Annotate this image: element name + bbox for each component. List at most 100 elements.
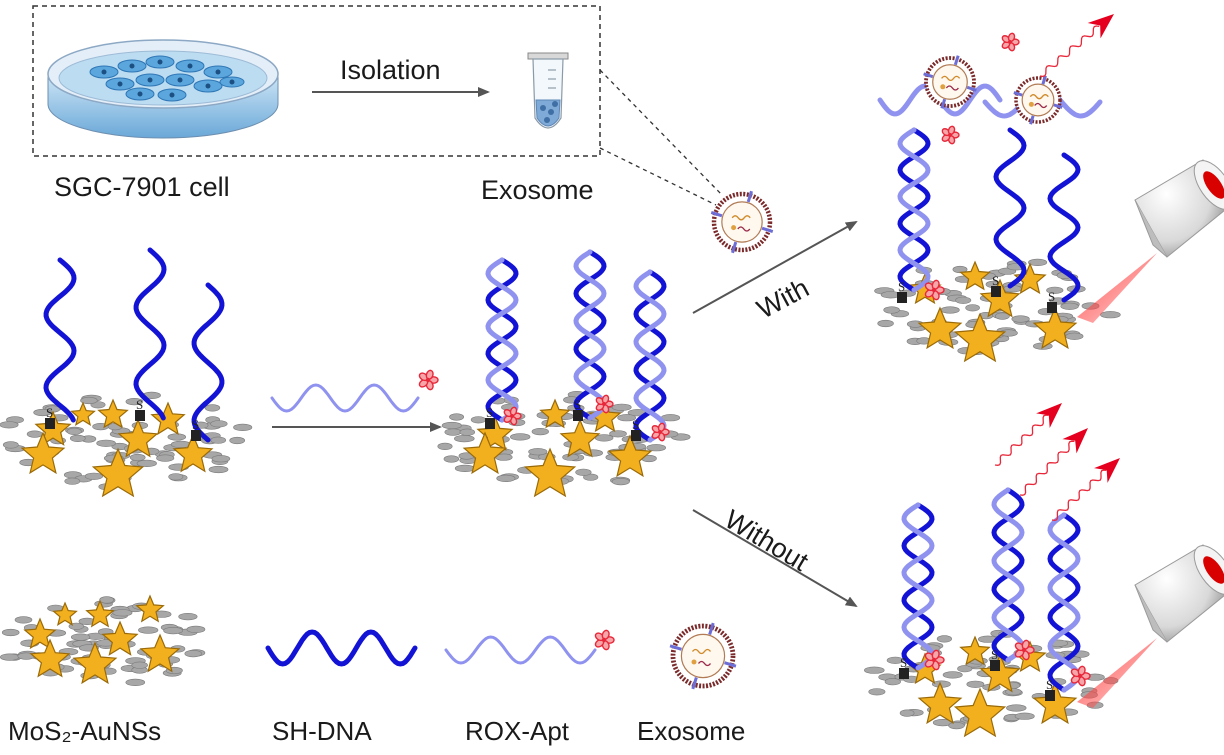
mos2-sheet-atom — [184, 649, 202, 658]
thiol-anchor — [1045, 690, 1055, 701]
gold-nanostar — [72, 641, 118, 685]
mos2-sheet-atom — [125, 678, 146, 687]
mos2-sheet-atom — [1011, 315, 1030, 323]
mos2-sheet-atom — [995, 312, 1010, 320]
mos2-sheet-atom — [1060, 302, 1079, 310]
rox-fluorophore — [924, 279, 945, 301]
gold-nanostar — [1013, 262, 1047, 295]
zoom-connector-lower — [599, 147, 717, 206]
rox-apt-strand — [270, 383, 420, 413]
mos2-sheet-atom — [208, 465, 229, 474]
mos2-sheet-atom — [496, 474, 516, 483]
mos2-sheet-atom — [229, 436, 246, 445]
gold-nanostar — [91, 447, 145, 498]
thiol-anchor — [45, 418, 55, 429]
mos2-sheet-atom — [510, 433, 531, 441]
mos2-sheet-atom — [575, 468, 592, 476]
thiol-label: S — [992, 273, 999, 288]
thiol-label: S — [574, 397, 581, 412]
sh-dna-strand — [1047, 152, 1081, 303]
thiol-label: S — [1048, 289, 1055, 304]
gold-nanostar — [172, 433, 214, 473]
gold-nanostar — [588, 400, 622, 433]
isolation-panel — [32, 5, 601, 157]
mos2-sheet-atom — [877, 319, 894, 328]
gold-nanostar — [70, 401, 96, 426]
mos2-sheet-atom — [211, 455, 231, 463]
mos2-sheet-atom — [1046, 286, 1064, 294]
sh-dna-strand — [133, 247, 167, 421]
laser-sources — [1077, 159, 1224, 708]
mos2-sheet-atom — [886, 656, 904, 664]
mos2-sheet-atom — [66, 427, 82, 436]
mos2-sheet-atom — [459, 428, 476, 436]
mos2-sheet-atom — [617, 414, 637, 422]
mos2-sheet-atom — [1006, 704, 1027, 712]
exosome-vesicle — [923, 55, 977, 109]
dna-duplex — [991, 487, 1025, 663]
gold-nanostar — [1032, 681, 1078, 725]
mos2-sheet-atom — [33, 408, 52, 417]
mos2-sheet-atom — [99, 596, 115, 604]
mos2-sheet-atom — [437, 442, 453, 451]
thiol-anchor — [135, 410, 145, 421]
mos2-sheet-atom — [454, 435, 475, 443]
red-fluorescence-arrow-icon — [1039, 14, 1114, 78]
mos2-sheet-atom — [96, 439, 116, 447]
mos2-sheet-atom — [948, 721, 965, 730]
blue-helix — [265, 629, 418, 667]
centrifuge-tube-icon — [527, 52, 569, 129]
mos2-sheet-atom — [210, 420, 228, 428]
rox-fluorophore — [1001, 32, 1020, 52]
mos2-sheet-atom — [1065, 332, 1084, 340]
thiol-anchor — [485, 418, 495, 429]
mos2-sheet-atom — [0, 653, 20, 661]
mos2-sheet-atom — [84, 472, 104, 480]
mos2-sheet-atom — [168, 473, 184, 481]
mos2-sheet-atom — [528, 448, 548, 456]
mos2-sheet-atom — [936, 635, 952, 643]
dna-duplex — [633, 269, 667, 443]
mos2-sheet-atom — [957, 665, 973, 673]
dna-duplex — [1047, 512, 1081, 693]
gold-nanostar — [97, 398, 129, 429]
legend-label-rox-apt: ROX-Apt — [465, 716, 570, 746]
thiol-anchor — [991, 286, 1001, 297]
exosome-top-label: Exosome — [481, 175, 594, 205]
mos2-sheet-atom — [1014, 712, 1035, 720]
gold-nanostar — [917, 681, 963, 725]
dna-duplex — [897, 127, 931, 293]
laser-source-icon — [1077, 159, 1224, 323]
gold-nanostar — [959, 635, 991, 666]
legend-label-sh-dna: SH-DNA — [272, 716, 372, 746]
thiol-anchor — [191, 430, 201, 441]
cell-label: SGC-7901 cell — [54, 172, 230, 202]
mos2-sheet-atom — [952, 265, 968, 274]
legend-label-exosome: Exosome — [637, 716, 746, 746]
mos2-sheet-atom — [64, 477, 81, 485]
mos2-sheet-atom — [611, 403, 632, 411]
rox-fluorophore — [503, 406, 522, 426]
dashed-frame — [32, 5, 601, 157]
mos2-sheet-atom — [14, 616, 33, 624]
gold-nanostar — [23, 617, 57, 650]
thiol-label: S — [991, 647, 998, 662]
legend-label-mos2: MoS₂-AuNSs — [8, 716, 162, 746]
rox-fluorophores — [418, 32, 1091, 687]
rox-fluorophore — [1014, 639, 1035, 661]
thiol-label: S — [898, 279, 905, 294]
mos2-sheet-atom — [1100, 311, 1121, 319]
thiol-anchor — [897, 292, 907, 303]
laser-source-icon — [1077, 544, 1224, 708]
mos2-sheet-atom — [868, 688, 886, 696]
gold-nanostar — [150, 401, 186, 436]
mos2-sheet-atom — [112, 609, 133, 617]
mos2-sheet-atom — [2, 441, 19, 449]
mos2-sheet-atom — [70, 633, 91, 641]
mos2-sheet-atom — [646, 444, 667, 452]
dna-duplex — [485, 257, 519, 423]
mos2-sheet-atom — [204, 404, 221, 412]
thiol-label: S — [192, 417, 199, 432]
mos2-sheet-atom — [955, 296, 972, 304]
mos2-sheet-atom — [1, 628, 20, 637]
